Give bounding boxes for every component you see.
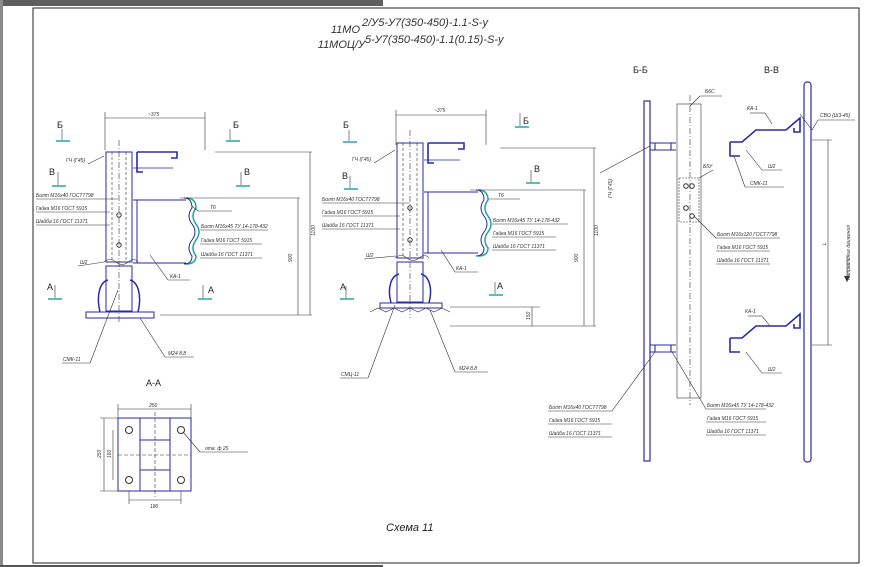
left-bolt: Болт М16х40 ГОСТ7798 (36, 193, 94, 199)
mid-dim-top: ~375 (434, 108, 445, 114)
left-bolt2: Болт М16х45 ТУ 14-178-432 (201, 224, 268, 230)
vv-dim: L (822, 242, 828, 245)
mid-section-a2: А (497, 281, 503, 291)
bb-bolt2: Болт М16х45 ТУ 14-178-432 (707, 403, 774, 409)
left-t6: Т6 (210, 205, 216, 211)
bb-height-label: ГЧ (Г45) (608, 179, 614, 198)
left-dim-900: 900 (288, 253, 294, 262)
aa-title: А-А (146, 378, 161, 388)
vv-sh2b: Ш2 (768, 367, 776, 373)
bb-nut2: Гайка М16 ГОСТ 5915 (707, 415, 758, 422)
sheet-left-edge (0, 0, 3, 567)
left-nut: Гайка М16 ГОСТ 5915 (36, 205, 87, 212)
title-line2: 5-У7(350-450)-1.1(0.15)-S-у (365, 34, 505, 46)
vv-ka1: КА-1 (747, 106, 758, 112)
bb-mark2: Б5У (703, 164, 713, 170)
mid-bolt: Болт М16х40 ГОСТ7798 (322, 197, 380, 203)
aa-holes: отв. ф 25 (205, 446, 229, 452)
mid-washer: Шайба 16 ГОСТ 11371 (322, 222, 374, 229)
vv-title: В-В (764, 65, 779, 75)
left-dim-1100: 1100 (311, 225, 317, 236)
bb-washer3: Шайба 16 ГОСТ 11371 (717, 257, 769, 264)
mid-section-a: А (340, 282, 346, 292)
mid-washer2: Шайба 16 ГОСТ 11371 (493, 243, 545, 250)
bb-washer2: Шайба 16 ГОСТ 11371 (707, 428, 759, 435)
left-section-b: Б (57, 120, 63, 130)
mid-section-v2: В (534, 164, 540, 174)
left-sh2: Ш2 (80, 260, 88, 266)
vv-top-label: СВО (Ш3-45) (820, 113, 850, 119)
title-line1-prefix: 11МО (331, 24, 361, 36)
left-section-v2: В (244, 167, 250, 177)
title-bar-strip (0, 0, 383, 6)
section-v-v-view: В-В СВО (Ш3-45) КА-1 КА-1 Ш2 Ш2 СМ (729, 65, 855, 463)
aa-dim-inner-w: 180 (150, 504, 159, 510)
vv-sh2a: Ш2 (768, 164, 776, 170)
aa-dim-inner-h: 160 (107, 449, 113, 458)
bb-bolt: Болт М16х40 ГОСТ7798 (549, 405, 607, 411)
mid-nut: Гайка М16 ГОСТ 5915 (322, 209, 373, 216)
left-section-a2: А (208, 285, 214, 295)
left-washer: Шайба 16 ГОСТ 11371 (36, 218, 88, 225)
bb-nut3: Гайка М16 ГОСТ 5915 (717, 244, 768, 251)
bb-nut: Гайка М16 ГОСТ 5915 (549, 417, 600, 424)
title-line1: 2/У5-У7(350-450)-1.1-S-у (361, 17, 489, 29)
mid-section-b: Б (343, 120, 349, 130)
mid-section-b2: Б (523, 116, 529, 126)
bb-washer: Шайба 16 ГОСТ 11371 (549, 430, 601, 437)
vv-smk: СМК-11 (750, 181, 768, 187)
mid-nut2: Гайка М16 ГОСТ 5915 (493, 230, 544, 237)
left-section-v: В (49, 167, 55, 177)
mid-m24: М24 8.8 (459, 366, 477, 372)
mid-dim-150: 150 (526, 311, 532, 320)
vv-ka2: КА-1 (745, 309, 756, 315)
mid-ka: КА-1 (456, 266, 467, 272)
mid-smk: СМЦ-11 (341, 372, 359, 378)
drawing-frame (32, 7, 860, 564)
left-section-a: А (47, 282, 53, 292)
mid-bolt2: Болт М16х45 ТУ 14-178-432 (493, 218, 560, 224)
left-smk: СМК-11 (63, 357, 81, 363)
left-washer2: Шайба 16 ГОСТ 11371 (201, 251, 253, 258)
left-height-label: ГЧ (Г45) (66, 158, 85, 164)
bb-bolt3: Болт М16х120 ГОСТ7798 (717, 232, 778, 238)
bb-title: Б-Б (633, 65, 648, 75)
scheme-caption: Схема 11 (386, 522, 433, 534)
bb-mark: Б6С (705, 89, 715, 95)
mid-dim-900: 900 (574, 253, 580, 262)
left-ka: КА-1 (170, 274, 181, 280)
left-section-b2: Б (233, 120, 239, 130)
aa-dim-w: 250 (148, 403, 158, 409)
left-m24: М24 8.8 (168, 351, 186, 357)
left-elevation-view: ~375 Б Б В В А А (36, 112, 317, 364)
section-a-a-view: А-А 250 250 160 180 (97, 378, 248, 510)
bottom-strip (0, 565, 383, 567)
aa-dim-h: 250 (97, 449, 103, 459)
title-line2-prefix: 11МОЦ/У (318, 39, 366, 51)
left-nut2: Гайка М16 ГОСТ 5915 (201, 237, 252, 244)
mid-sh2: Ш2 (366, 253, 374, 259)
vv-direction: Направление движения (846, 225, 852, 280)
middle-elevation-view: ~375 Б Б В В А А (322, 108, 600, 379)
mid-t6: Т6 (498, 193, 504, 199)
section-b-b-view: Б-Б Б6С Б5У ГЧ (Г45) Болт М16х40 ГОСТ779… (548, 65, 780, 462)
left-dim-top: ~375 (148, 112, 159, 118)
mid-dim-1100: 1100 (594, 225, 600, 236)
direction-arrow-icon (844, 276, 850, 282)
mid-height-label: ГЧ (Г45) (352, 157, 371, 163)
mid-section-v: В (342, 171, 348, 181)
